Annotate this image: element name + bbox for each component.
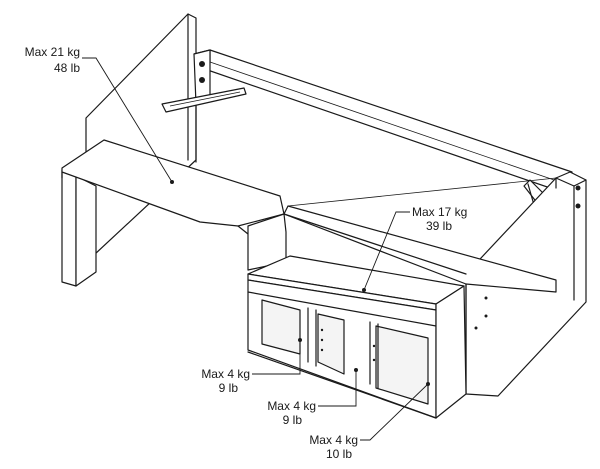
screw-dot	[372, 358, 376, 362]
label-21kg-kg: Max 21 kg	[25, 45, 80, 59]
label-4kg-b-kg: Max 4 kg	[267, 399, 316, 413]
leader-point	[426, 382, 430, 386]
leader-4kg-a	[252, 340, 301, 375]
leader-4kg-b	[318, 370, 357, 407]
label-4kg-a-kg: Max 4 kg	[201, 367, 250, 381]
bolt-hole	[575, 203, 581, 209]
metal-bracket-left	[161, 87, 247, 113]
screw-dot	[320, 328, 324, 332]
label-4kg-a-lb: 9 lb	[219, 381, 239, 395]
cabinet-side	[247, 213, 287, 271]
screw-dot	[484, 296, 488, 300]
leader-17kg	[363, 211, 410, 291]
label-4kg-c-kg: Max 4 kg	[309, 433, 358, 447]
front-rail	[283, 177, 557, 293]
weight-labels: Max 21 kg 48 lb Max 17 kg 39 lb Max 4 kg…	[25, 45, 468, 461]
leader-lines	[82, 57, 430, 441]
label-21kg-lb: 48 lb	[54, 61, 80, 75]
screw-dot	[320, 338, 324, 342]
leader-point	[354, 368, 358, 372]
label-4kg-c-lb: 10 lb	[326, 447, 352, 461]
screw-dot	[484, 314, 488, 318]
leader-21kg	[82, 57, 173, 183]
screw-dot	[320, 348, 324, 352]
leader-point	[362, 288, 366, 292]
label-17kg-kg: Max 17 kg	[412, 205, 467, 219]
screw-dot	[474, 326, 478, 330]
bolt-hole	[199, 61, 205, 67]
label-4kg-b-lb: 9 lb	[283, 413, 303, 427]
label-17kg-lb: 39 lb	[426, 219, 452, 233]
rear-left-panel	[85, 13, 197, 256]
bolt-hole	[575, 185, 581, 191]
shelf-end-cap	[435, 285, 467, 419]
bolt-hole	[199, 77, 205, 83]
leader-point	[170, 180, 174, 184]
back-rail	[193, 49, 573, 191]
leader-point	[298, 338, 302, 342]
desk-leg	[61, 169, 97, 287]
leader-4kg-c	[360, 383, 429, 441]
screw-dot	[372, 344, 376, 348]
